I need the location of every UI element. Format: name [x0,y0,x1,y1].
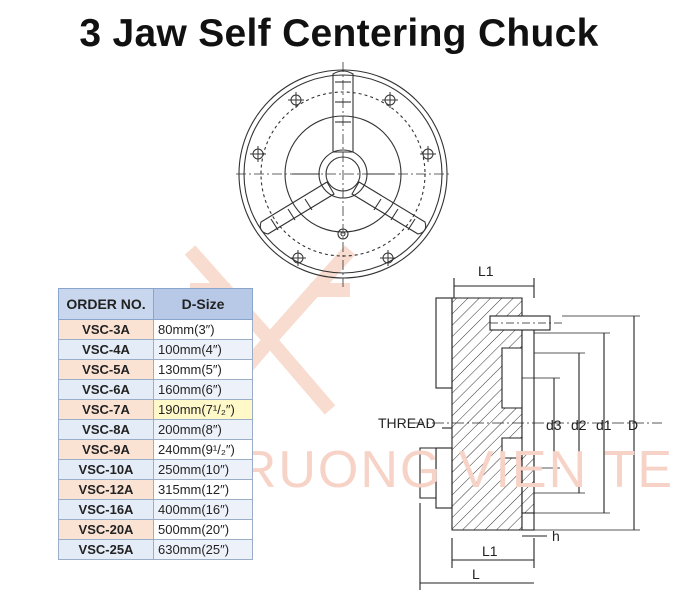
chuck-front-view [236,62,451,287]
size-cell: 80mm(3″) [153,319,253,340]
label-l1-top: L1 [478,263,494,279]
order-cell: VSC-5A [58,359,154,380]
order-cell: VSC-10A [58,459,154,480]
order-cell: VSC-8A [58,419,154,440]
label-h: h [552,528,560,544]
size-cell: 190mm(7¹/₂″) [153,399,253,420]
size-cell: 250mm(10″) [153,459,253,480]
order-cell: VSC-16A [58,499,154,520]
size-cell: 630mm(25″) [153,539,253,560]
label-l1-bottom: L1 [482,543,498,559]
header-d-size: D-Size [153,288,253,320]
order-cell: VSC-6A [58,379,154,400]
size-cell: 500mm(20″) [153,519,253,540]
label-D: D [628,417,638,433]
size-cell: 130mm(5″) [153,359,253,380]
size-cell: 240mm(9¹/₂″) [153,439,253,460]
order-cell: VSC-9A [58,439,154,460]
label-d3: d3 [546,417,562,433]
watermark-text: TRUONG VIEN TEK [205,441,678,499]
order-cell: VSC-7A [58,399,154,420]
order-cell: VSC-3A [58,319,154,340]
label-d2: d2 [571,417,587,433]
order-cell: VSC-4A [58,339,154,360]
label-d1: d1 [596,417,612,433]
size-cell: 400mm(16″) [153,499,253,520]
label-L: L [472,566,480,582]
label-thread: THREAD [378,415,436,431]
page-title: 3 Jaw Self Centering Chuck [79,12,599,55]
size-cell: 200mm(8″) [153,419,253,440]
size-cell: 315mm(12″) [153,479,253,500]
chuck-section-view: L1 THREAD d3 d2 d1 D h L1 L [378,263,662,590]
size-cell: 160mm(6″) [153,379,253,400]
order-cell: VSC-20A [58,519,154,540]
size-cell: 100mm(4″) [153,339,253,360]
order-cell: VSC-12A [58,479,154,500]
header-order-no: ORDER NO. [58,288,154,320]
order-cell: VSC-25A [58,539,154,560]
